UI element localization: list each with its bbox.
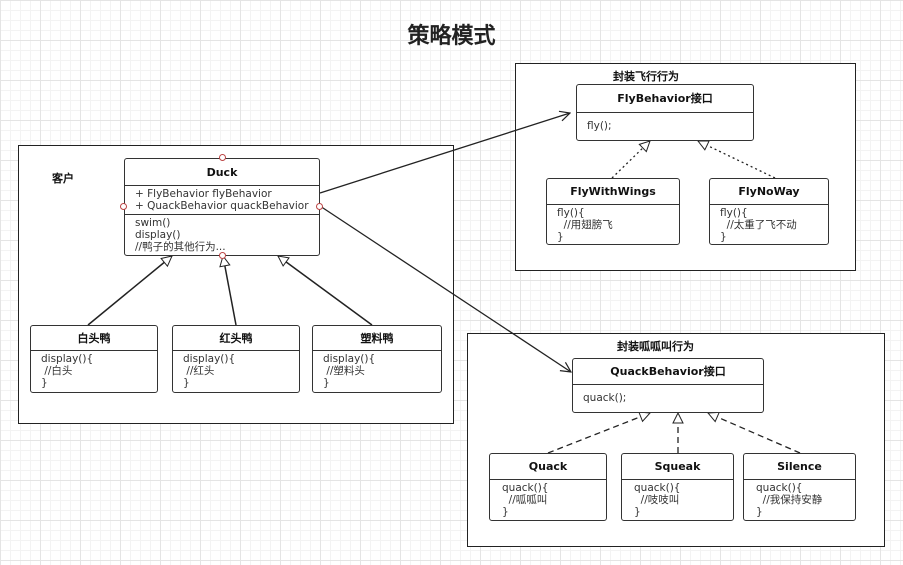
suliaoya-class[interactable]: 塑料鸭 display(){ //塑料头 }	[312, 325, 442, 393]
silence-class-name: Silence	[744, 454, 855, 480]
hongtouya-class[interactable]: 红头鸭 display(){ //红头 }	[172, 325, 300, 393]
squeak-class[interactable]: Squeak quack(){ //吱吱叫 }	[621, 453, 734, 521]
code-line: //塑料头	[323, 365, 365, 377]
duck-method: display()	[135, 229, 181, 241]
duck-connection-point-bottom	[219, 252, 226, 259]
duck-class[interactable]: Duck + FlyBehavior flyBehavior + QuackBe…	[124, 158, 320, 256]
duck-method: swim()	[135, 217, 171, 229]
flywithwings-class[interactable]: FlyWithWings fly(){ //用翅膀飞 }	[546, 178, 680, 245]
duck-field: + FlyBehavior flyBehavior	[135, 188, 272, 200]
code-line: fly();	[587, 120, 612, 132]
fly-behavior-frame-label: 封装飞行行为	[613, 70, 679, 83]
baitouya-class-name: 白头鸭	[31, 326, 157, 351]
code-line: }	[557, 231, 564, 243]
duck-connection-point-right	[316, 203, 323, 210]
client-frame-label: 客户	[52, 172, 74, 185]
silence-class[interactable]: Silence quack(){ //我保持安静 }	[743, 453, 856, 521]
code-line: //太重了飞不动	[720, 219, 797, 231]
quackbehavior-interface[interactable]: QuackBehavior接口 quack();	[572, 358, 764, 413]
duck-field: + QuackBehavior quackBehavior	[135, 200, 309, 212]
flynoway-class[interactable]: FlyNoWay fly(){ //太重了飞不动 }	[709, 178, 829, 245]
duck-class-name: Duck	[125, 159, 319, 186]
code-line: quack(){	[502, 482, 549, 494]
code-line: display(){	[183, 353, 236, 365]
code-line: fly(){	[557, 207, 585, 219]
code-line: fly(){	[720, 207, 748, 219]
flybehavior-interface-name: FlyBehavior接口	[577, 85, 753, 113]
code-line: //我保持安静	[756, 494, 823, 506]
duck-connection-point-top	[219, 154, 226, 161]
code-line: //白头	[41, 365, 73, 377]
duck-method: //鸭子的其他行为...	[135, 241, 226, 253]
code-line: }	[634, 506, 641, 518]
code-line: }	[323, 377, 330, 389]
quack-class[interactable]: Quack quack(){ //呱呱叫 }	[489, 453, 607, 521]
flynoway-class-name: FlyNoWay	[710, 179, 828, 205]
code-line: quack(){	[634, 482, 681, 494]
code-line: }	[183, 377, 190, 389]
baitouya-class[interactable]: 白头鸭 display(){ //白头 }	[30, 325, 158, 393]
code-line: //吱吱叫	[634, 494, 680, 506]
flybehavior-interface[interactable]: FlyBehavior接口 fly();	[576, 84, 754, 141]
code-line: }	[502, 506, 509, 518]
quack-class-name: Quack	[490, 454, 606, 480]
code-line: }	[756, 506, 763, 518]
flywithwings-class-name: FlyWithWings	[547, 179, 679, 205]
code-line: //呱呱叫	[502, 494, 548, 506]
quackbehavior-interface-name: QuackBehavior接口	[573, 359, 763, 385]
code-line: }	[720, 231, 727, 243]
squeak-class-name: Squeak	[622, 454, 733, 480]
code-line: //红头	[183, 365, 215, 377]
duck-divider	[125, 214, 319, 215]
suliaoya-class-name: 塑料鸭	[313, 326, 441, 351]
code-line: display(){	[41, 353, 94, 365]
code-line: }	[41, 377, 48, 389]
code-line: quack();	[583, 392, 627, 404]
quack-behavior-frame-label: 封装呱呱叫行为	[617, 340, 694, 353]
hongtouya-class-name: 红头鸭	[173, 326, 299, 351]
code-line: quack(){	[756, 482, 803, 494]
code-line: //用翅膀飞	[557, 219, 613, 231]
code-line: display(){	[323, 353, 376, 365]
duck-connection-point-left	[120, 203, 127, 210]
page-title: 策略模式	[407, 24, 496, 49]
